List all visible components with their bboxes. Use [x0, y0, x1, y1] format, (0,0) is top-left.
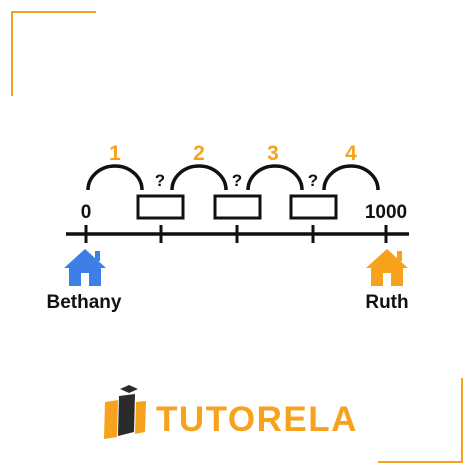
corner-frame-bottom-right: [378, 378, 463, 463]
hop-label-4: 4: [345, 142, 357, 165]
hop-arc-3: [246, 164, 304, 191]
ruth-label: Ruth: [365, 292, 408, 313]
tutorela-logo: [104, 385, 146, 439]
unknown-mark-1: ?: [155, 171, 165, 190]
hop-arc-1: [86, 164, 144, 191]
answer-box-1: [136, 194, 185, 220]
brand-name: TUTORELA: [156, 400, 358, 439]
start-label: 0: [81, 202, 92, 223]
corner-frame-top-left: [11, 11, 96, 96]
answer-box-3: [289, 194, 338, 220]
house-icon: [366, 249, 408, 286]
unknown-mark-2: ?: [232, 171, 242, 190]
hop-arc-4: [322, 164, 380, 191]
hop-arc-2: [170, 164, 228, 191]
bethany-label: Bethany: [47, 292, 122, 313]
answer-box-2: [213, 194, 262, 220]
hop-label-1: 1: [109, 142, 121, 165]
unknown-mark-3: ?: [308, 171, 318, 190]
end-label: 1000: [365, 202, 407, 223]
house-icon: [64, 249, 106, 286]
hop-label-3: 3: [267, 142, 279, 165]
hop-label-2: 2: [193, 142, 205, 165]
